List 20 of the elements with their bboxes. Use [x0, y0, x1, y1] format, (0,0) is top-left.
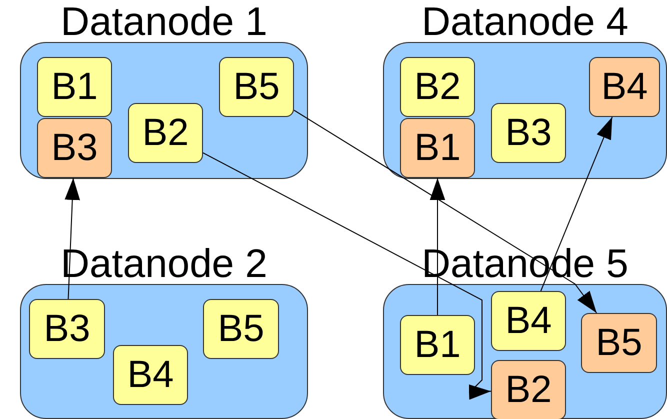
arrow	[540, 116, 613, 292]
datanode-title: Datanode 1	[60, 0, 268, 44]
block: B3	[491, 103, 566, 163]
block: B4	[491, 291, 566, 351]
block: B5	[203, 299, 279, 359]
block: B1	[37, 57, 112, 117]
block: B1	[400, 315, 475, 375]
block: B2	[400, 57, 475, 117]
block: B3	[37, 118, 112, 178]
block: B3	[29, 299, 105, 359]
block: B5	[219, 57, 294, 117]
arrow	[294, 110, 598, 314]
block: B1	[400, 118, 475, 178]
block: B4	[589, 57, 660, 117]
arrow	[202, 152, 492, 400]
block: B4	[113, 345, 188, 405]
block: B2	[128, 103, 203, 163]
block: B2	[491, 360, 566, 419]
block: B5	[581, 313, 657, 373]
datanode-title: Datanode 4	[420, 0, 630, 44]
